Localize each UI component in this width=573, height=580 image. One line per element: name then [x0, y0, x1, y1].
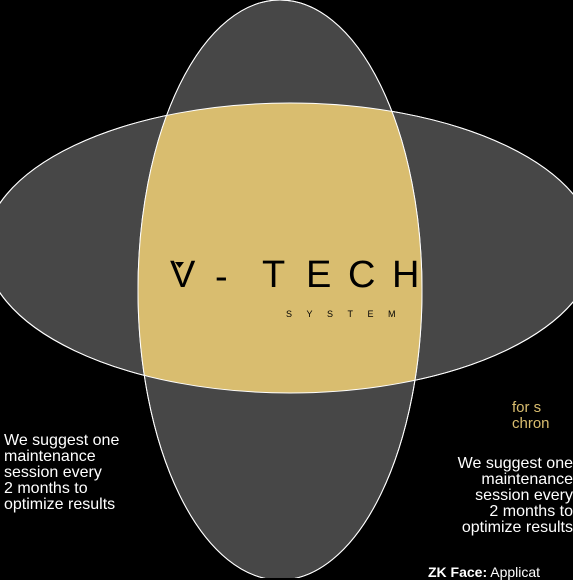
- vertical-ellipse-outline: [137, 0, 423, 578]
- logo-v-notch-icon: [175, 262, 184, 268]
- right-maintenance-note: We suggest one maintenance session every…: [457, 455, 573, 536]
- zk-face-label: ZK Face:: [428, 564, 488, 580]
- zk-face-line: ZK Face: Applicat: [428, 564, 573, 580]
- zk-face-text: Applicat: [487, 564, 541, 580]
- left-maintenance-note: We suggest one maintenance session every…: [4, 432, 120, 513]
- overlap-region: [138, 103, 422, 393]
- horizontal-ellipse-outline: [0, 102, 573, 394]
- gold-partial-note: for s chron: [512, 399, 550, 432]
